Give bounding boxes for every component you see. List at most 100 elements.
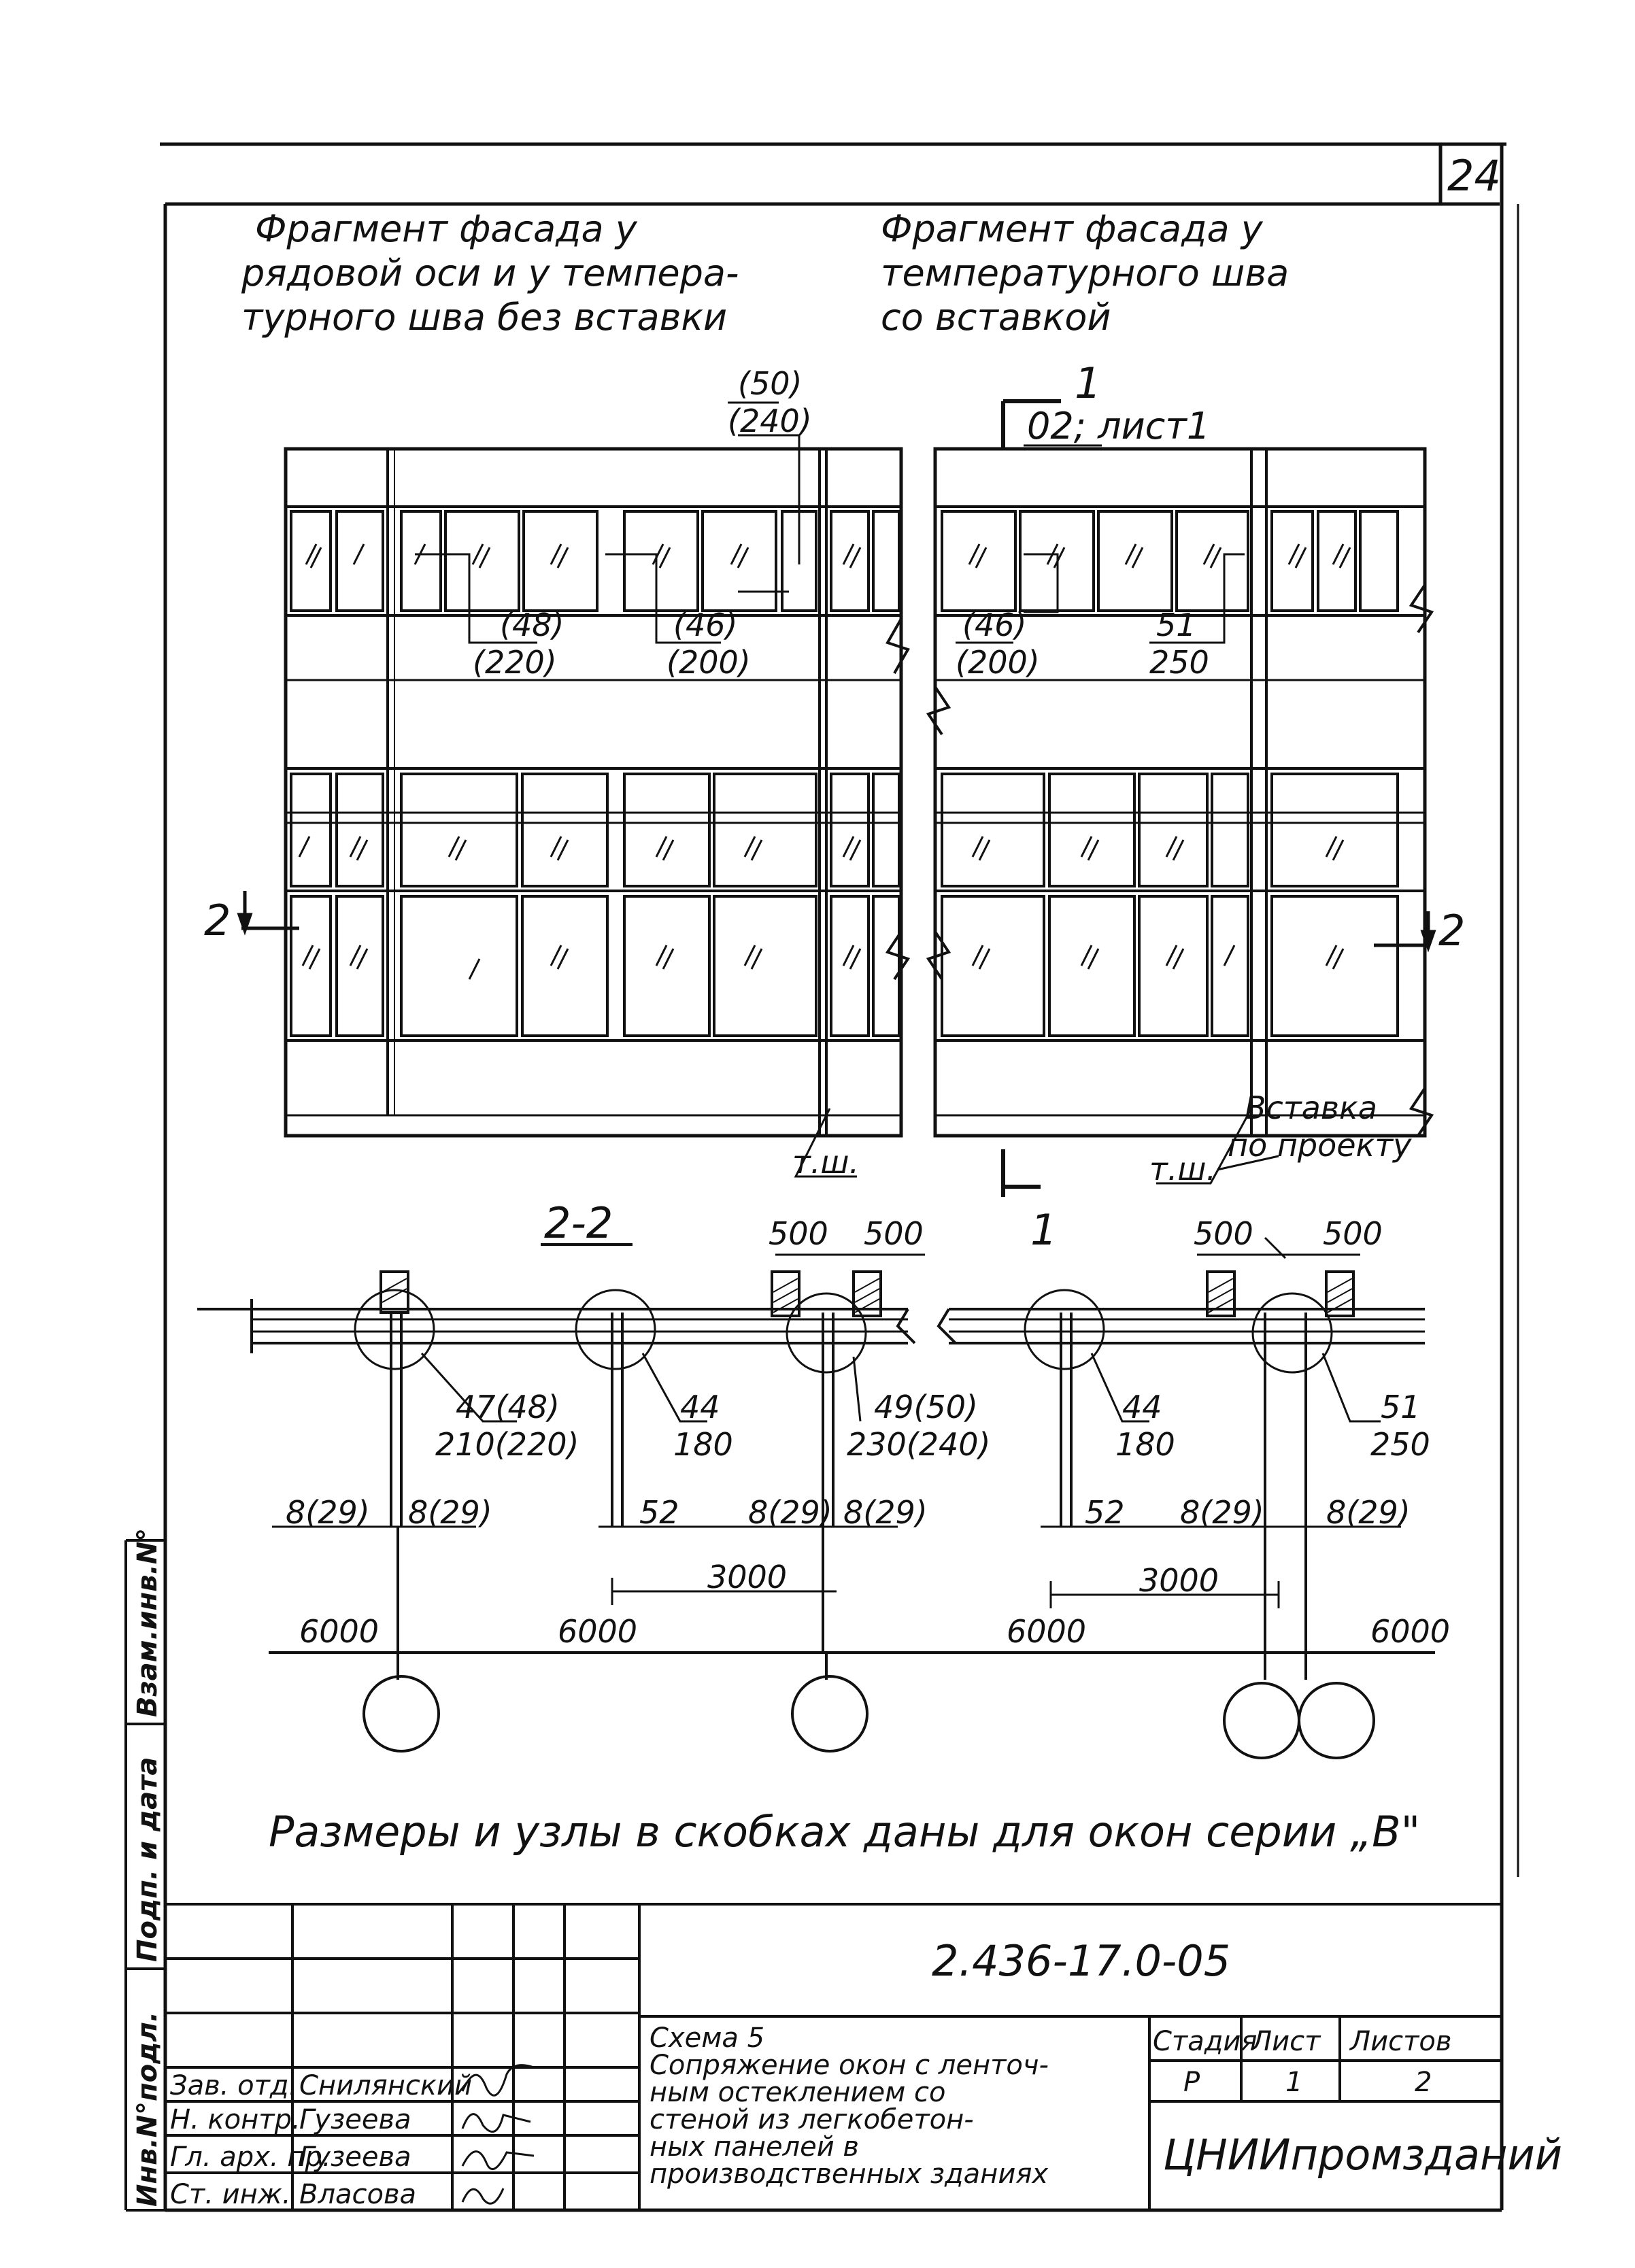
svg-text:(46): (46) [962, 607, 1026, 643]
section-2-label-right: 2 [1438, 906, 1465, 955]
svg-text:6000: 6000 [1007, 1613, 1086, 1650]
svg-text:250: 250 [1149, 644, 1209, 681]
plan-section [197, 1236, 1435, 1759]
side-stamp-replace: Взам.инв.N° [132, 1528, 163, 1717]
svg-text:500: 500 [1194, 1215, 1253, 1252]
svg-text:Гл. арх. пр.: Гл. арх. пр. [170, 2142, 331, 2173]
sheets-header: Листов [1349, 2026, 1451, 2057]
svg-text:500: 500 [864, 1215, 924, 1252]
svg-text:51: 51 [1381, 1389, 1421, 1425]
svg-text:(240): (240) [728, 403, 812, 439]
plan-dimension-labels: 500 500 500 500 47(48) 210(220) 44 180 4… [286, 1215, 1450, 1650]
side-stamp [124, 1539, 165, 2212]
section-marker-1-top [1001, 399, 1102, 449]
facade-left [284, 447, 911, 1138]
svg-text:со вставкой: со вставкой [881, 296, 1111, 339]
handwritten-signatures [461, 2064, 535, 2205]
svg-text:Схема 5: Схема 5 [650, 2022, 764, 2054]
svg-text:47(48): 47(48) [456, 1389, 560, 1425]
tsh-leaders [794, 1108, 1279, 1185]
svg-text:ным остеклением со: ным остеклением со [650, 2077, 945, 2108]
side-stamp-sign: Подп. и дата [132, 1757, 163, 1962]
svg-text:турного шва без вставки: турного шва без вставки [241, 296, 727, 339]
svg-text:180: 180 [673, 1426, 733, 1463]
section-2-label-left: 2 [204, 896, 231, 945]
svg-text:(50): (50) [738, 365, 802, 402]
fragment-right-title: Фрагмент фасада у температурного шва со … [881, 207, 1289, 339]
sheet-frame [160, 142, 1519, 2212]
svg-text:8(29): 8(29) [1326, 1494, 1411, 1531]
svg-text:Гузеева: Гузеева [299, 2104, 411, 2135]
svg-text:(200): (200) [956, 644, 1040, 681]
svg-text:8(29): 8(29) [408, 1494, 492, 1531]
svg-text:3000: 3000 [707, 1559, 787, 1595]
sheet-value: 1 [1285, 2067, 1302, 2098]
insert-label-line2: по проекту [1228, 1127, 1412, 1164]
svg-text:Снилянский: Снилянский [299, 2070, 472, 2101]
sheets-value: 2 [1415, 2067, 1432, 2098]
facade-callout-labels: (50) (240) (48) (220) (46) (200) (46) (2… [473, 365, 1209, 681]
svg-text:рядовой оси и у темпера-: рядовой оси и у темпера- [241, 252, 739, 294]
svg-text:250: 250 [1370, 1426, 1430, 1463]
svg-text:(48): (48) [500, 607, 564, 643]
svg-text:52: 52 [639, 1494, 679, 1531]
facade-right [926, 447, 1434, 1138]
tsh-label-left: т.ш. [792, 1144, 859, 1181]
svg-text:52: 52 [1085, 1494, 1125, 1531]
callout-rules [476, 401, 1197, 644]
section-2-2-title: 2-2 [544, 1198, 613, 1248]
svg-text:стеной из легкобетон-: стеной из легкобетон- [650, 2104, 974, 2135]
svg-text:8(29): 8(29) [843, 1494, 928, 1531]
tsh-label-right: т.ш. [1149, 1151, 1216, 1187]
svg-text:230(240): 230(240) [847, 1426, 991, 1463]
svg-text:6000: 6000 [299, 1613, 379, 1650]
series-note: Размеры и узлы в скобках даны для окон с… [269, 1807, 1420, 1857]
svg-text:Ст. инж.: Ст. инж. [170, 2179, 291, 2210]
scheme-title: Схема 5 Сопряжение окон с ленточ- ным ос… [650, 2022, 1049, 2190]
stage-header: Стадия [1153, 2026, 1257, 2057]
svg-text:44: 44 [680, 1389, 720, 1425]
sheet-number: 24 [1447, 151, 1501, 201]
section-marker-ref: 02; лист1 [1027, 405, 1210, 447]
svg-text:8(29): 8(29) [1180, 1494, 1264, 1531]
svg-text:49(50): 49(50) [874, 1389, 978, 1425]
svg-text:210(220): 210(220) [435, 1426, 579, 1463]
svg-text:Сопряжение окон с ленточ-: Сопряжение окон с ленточ- [650, 2050, 1049, 2081]
sheet-header: Лист [1250, 2026, 1321, 2057]
insert-label-line1: Вставка [1245, 1089, 1377, 1126]
svg-text:51: 51 [1156, 607, 1196, 643]
svg-text:температурного шва: температурного шва [881, 252, 1289, 294]
document-code: 2.436-17.0-05 [932, 1936, 1230, 1986]
svg-text:500: 500 [769, 1215, 828, 1252]
svg-text:(220): (220) [473, 644, 557, 681]
section-2-markers [237, 891, 1436, 953]
svg-text:6000: 6000 [558, 1613, 637, 1650]
svg-text:8(29): 8(29) [286, 1494, 370, 1531]
svg-text:Власова: Власова [299, 2179, 416, 2210]
svg-text:500: 500 [1323, 1215, 1383, 1252]
svg-text:производственных зданиях: производственных зданиях [650, 2159, 1048, 2190]
svg-text:8(29): 8(29) [748, 1494, 832, 1531]
svg-text:180: 180 [1115, 1426, 1175, 1463]
svg-text:44: 44 [1122, 1389, 1162, 1425]
svg-text:Н. контр.: Н. контр. [170, 2104, 301, 2135]
svg-text:Зав. отд.: Зав. отд. [170, 2070, 297, 2101]
organization-name: ЦНИИпромзданий [1163, 2130, 1562, 2180]
section-marker-number: 1 [1075, 358, 1101, 408]
svg-text:6000: 6000 [1370, 1613, 1450, 1650]
svg-text:Фрагмент фасада у: Фрагмент фасада у [255, 207, 638, 250]
title-block [165, 1903, 1502, 2210]
fragment-left-title: Фрагмент фасада у рядовой оси и у темпер… [241, 207, 739, 339]
svg-text:Фрагмент фасада у: Фрагмент фасада у [881, 207, 1264, 250]
svg-text:(200): (200) [667, 644, 751, 681]
side-stamp-inv: Инв.N°подл. [132, 2012, 163, 2207]
svg-text:ных панелей в: ных панелей в [650, 2131, 859, 2163]
section-marker-bottom-number: 1 [1030, 1205, 1057, 1255]
signature-rows: Зав. отд. Снилянский Н. контр. Гузеева Г… [170, 2070, 472, 2210]
section-marker-1-bottom [1001, 1149, 1041, 1197]
stage-value: Р [1183, 2067, 1200, 2098]
svg-text:Гузеева: Гузеева [299, 2142, 411, 2173]
svg-text:3000: 3000 [1139, 1562, 1219, 1599]
svg-text:(46): (46) [673, 607, 737, 643]
